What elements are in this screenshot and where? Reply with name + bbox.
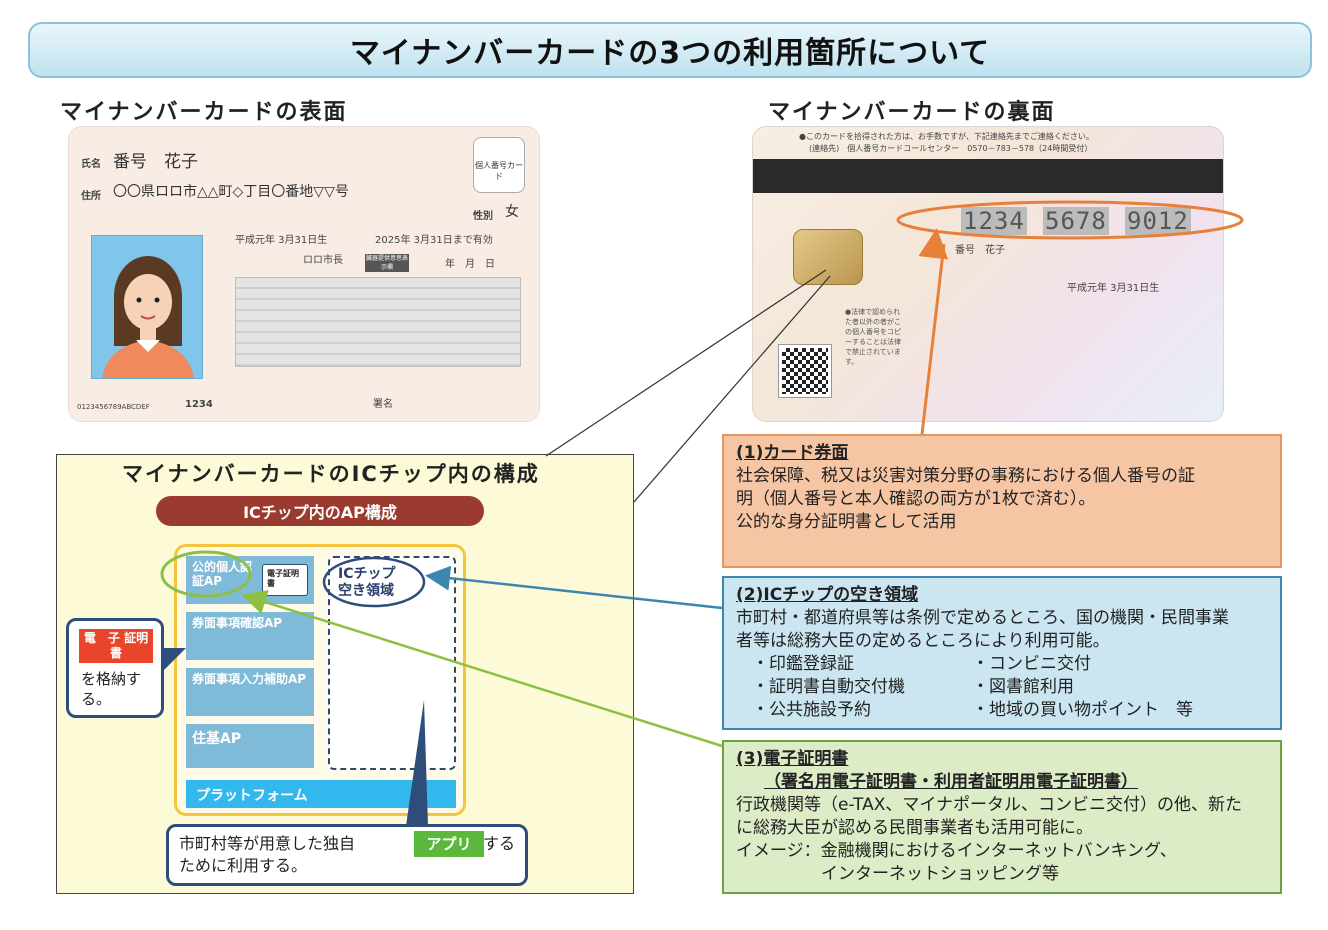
cert-store-text: を格納する。 — [81, 670, 142, 708]
signature-field: 署名 — [373, 399, 393, 410]
ap-pill: ICチップ内のAP構成 — [156, 496, 484, 526]
card-pin: 1234 — [185, 399, 213, 410]
platform-bar: プラットフォーム — [186, 780, 456, 808]
card-back: ●このカードを拾得された方は、お手数ですが、下記連絡先までご連絡ください。 (連… — [752, 126, 1224, 422]
box3-line-3: イメージ：金融機関におけるインターネットバンキング、 — [736, 841, 1177, 861]
ic-heading: マイナンバーカードのICチップ内の構成 — [122, 462, 540, 486]
back-side-note: ●法律で認められた者以外の者がこの個人番号をコピーすることは法律で禁止されていま… — [845, 308, 901, 366]
cert-tag: 電子証明書 — [262, 564, 308, 596]
box2-usage-list: ・印鑑登録証 ・コンビニ交付 ・証明書自動交付機 ・図書館利用 ・公共施設予約 … — [736, 653, 1268, 722]
card-code: 0123456789ABCDEF — [77, 403, 150, 411]
box3-line-4: インターネットショッピング等 — [736, 864, 1059, 884]
app-input-support: 券面事項入力補助AP — [186, 668, 314, 716]
box3-subheading: （署名用電子証明書・利用者証明用電子証明書） — [764, 772, 1138, 792]
card-name: 番号 花子 — [113, 152, 198, 172]
list-item: ・証明書自動交付機 — [752, 677, 905, 697]
info-stripes — [235, 277, 521, 367]
list-item: ・公共施設予約 — [752, 700, 871, 720]
card-sex: 女 — [505, 204, 519, 220]
issuer-stamp: 臓器提供意思表示欄 — [365, 254, 409, 272]
cert-store-callout: 電 子 証明書 を格納する。 — [66, 618, 164, 718]
magnetic-stripe — [753, 159, 1223, 193]
app-juki: 住基AP — [186, 724, 314, 768]
app-badge: アプリ — [414, 831, 484, 857]
name-label: 氏名 — [81, 159, 101, 170]
front-heading: マイナンバーカードの表面 — [60, 100, 348, 125]
back-heading: マイナンバーカードの裏面 — [768, 100, 1056, 125]
address-label: 住所 — [81, 191, 101, 202]
box1-heading: (1)カード券面 — [736, 443, 849, 463]
card-contact: (連絡先) 個人番号カードコールセンター 0570－783－578（24時間受付… — [809, 144, 1093, 153]
list-item: ・印鑑登録証 — [752, 654, 854, 674]
back-birth: 平成元年 3月31日生 — [1067, 283, 1160, 294]
box3-line-2: に総務大臣が認める民間事業者も活用可能に。 — [736, 818, 1093, 838]
box-certificate: (3)電子証明書 （署名用電子証明書・利用者証明用電子証明書） 行政機関等（e-… — [722, 740, 1282, 894]
list-item: ・コンビニ交付 — [972, 654, 1091, 674]
box-free-area: (2)ICチップの空き領域 市町村・都道府県等は条例で定めるところ、国の機関・民… — [722, 576, 1282, 730]
qr-code — [778, 344, 832, 398]
holder-photo — [91, 235, 203, 379]
card-address: 〇〇県ロロ市△△町◇丁目〇番地▽▽号 — [113, 184, 349, 200]
box1-line-1: 社会保障、税又は災害対策分野の事務における個人番号の証 — [736, 466, 1195, 486]
card-date-fields: 年 月 日 — [445, 259, 495, 270]
card-front: 氏名 番号 花子 住所 〇〇県ロロ市△△町◇丁目〇番地▽▽号 個人番号カード 性… — [68, 126, 540, 422]
ic-chip — [793, 229, 863, 285]
number-card-logo: 個人番号カード — [473, 137, 525, 193]
box-card-face: (1)カード券面 社会保障、税又は災害対策分野の事務における個人番号の証 明（個… — [722, 434, 1282, 568]
number-part-2: 5678 — [1043, 207, 1109, 235]
card-birth: 平成元年 3月31日生 — [235, 235, 328, 246]
box2-line-1: 市町村・都道府県等は条例で定めるところ、国の機関・民間事業 — [736, 608, 1229, 628]
app-card-confirm: 券面事項確認AP — [186, 612, 314, 660]
box1-line-3: 公的な身分証明書として活用 — [736, 512, 957, 532]
sex-label: 性別 — [473, 211, 493, 222]
card-valid: 2025年 3月31日まで有効 — [375, 235, 493, 246]
free-area-label: ICチップ空き領域 — [338, 566, 396, 599]
back-name: 氏名 番号 花子 — [925, 245, 1005, 256]
box3-line-1: 行政機関等（e-TAX、マイナポータル、コンビニ交付）の他、新た — [736, 795, 1243, 815]
box1-line-2: 明（個人番号と本人確認の両方が1枚で済む）。 — [736, 489, 1096, 509]
number-part-3: 9012 — [1125, 207, 1191, 235]
box2-line-2: 者等は総務大臣の定めるところにより利用可能。 — [736, 631, 1110, 651]
card-notice: ●このカードを拾得された方は、お手数ですが、下記連絡先までご連絡ください。 — [799, 132, 1094, 141]
box2-heading: (2)ICチップの空き領域 — [736, 585, 919, 605]
card-issuer: ロロ市長 — [303, 255, 343, 266]
page-title: マイナンバーカードの3つの利用箇所について — [28, 22, 1312, 78]
cert-store-badge: 電 子 証明書 — [79, 629, 153, 663]
box3-heading: (3)電子証明書 — [736, 749, 849, 769]
list-item: ・地域の買い物ポイント 等 — [972, 700, 1193, 720]
number-part-1: 1234 — [961, 207, 1027, 235]
list-item: ・図書館利用 — [972, 677, 1074, 697]
